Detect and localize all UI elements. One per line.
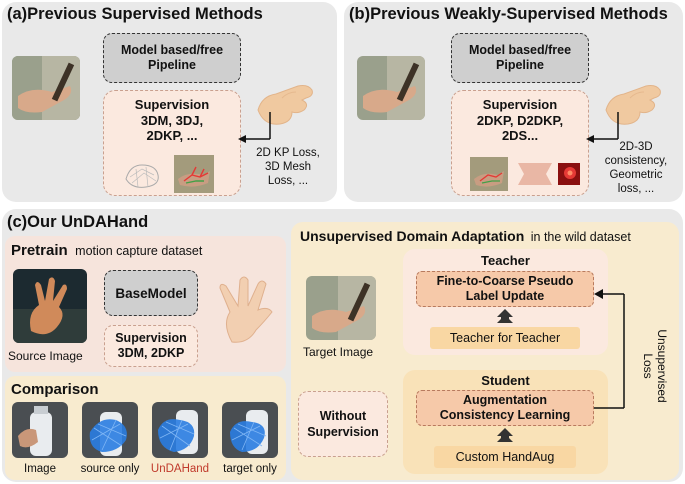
pretrain-title: Pretrain <box>11 242 68 259</box>
comparison-label-undahand: UnDAHand <box>150 463 210 475</box>
hand-photo-b <box>357 56 425 120</box>
pseudo-label-text: Fine-to-Coarse Pseudo Label Update <box>436 274 574 303</box>
panel-b-supervision-text: Supervision 2DKP, D2DKP, 2DS... <box>476 97 564 143</box>
panel-a-input-photo <box>12 56 80 120</box>
custom-handaug-box: Custom HandAug <box>434 446 576 468</box>
target-hand-photo <box>306 276 376 340</box>
panel-a-3d-hand-icon <box>257 85 313 125</box>
student-up-arrow-icon <box>497 428 513 442</box>
panel-b-loss-text: 2D-3D consistency, Geometric loss, ... <box>604 141 668 195</box>
pretrain-subtitle: motion capture dataset <box>75 244 203 258</box>
teacher-up-arrow-icon <box>497 309 513 323</box>
student-title: Student <box>481 373 530 388</box>
augmentation-text: Augmentation Consistency Learning <box>439 393 571 422</box>
source-image-photo <box>13 269 87 343</box>
pretrain-heading: Pretrain motion capture dataset <box>11 242 202 260</box>
comparison-undahand-photo <box>152 402 208 458</box>
without-supervision-text: Without Supervision <box>307 409 379 439</box>
target-image-photo <box>306 276 376 340</box>
uda-heading: Unsupervised Domain Adaptation in the wi… <box>300 228 631 246</box>
panel-b-title: (b)Previous Weakly-Supervised Methods <box>349 5 668 23</box>
uda-subtitle: in the wild dataset <box>530 230 631 244</box>
panel-b-3d-hand-icon <box>605 85 661 125</box>
panel-b-input-photo <box>357 56 425 120</box>
keypoint-hand-icon-b <box>470 157 508 191</box>
teacher-for-teacher-box: Teacher for Teacher <box>430 327 580 349</box>
pseudo-label-box: Fine-to-Coarse Pseudo Label Update <box>416 271 594 307</box>
panel-b-supervision-box: Supervision 2DKP, D2DKP, 2DS... <box>451 90 589 196</box>
basemodel-box: BaseModel <box>104 270 198 316</box>
uda-title: Unsupervised Domain Adaptation <box>300 228 525 244</box>
unsupervised-loss-label: Unsupervised Loss <box>641 329 669 403</box>
panel-b-pipeline-box: Model based/free Pipeline <box>451 33 589 83</box>
without-supervision-box: Without Supervision <box>298 391 388 457</box>
comparison-target-only-photo <box>222 402 278 458</box>
source-image-label: Source Image <box>8 349 83 363</box>
depth-map-icon <box>558 163 580 185</box>
keypoint-hand-icon <box>174 155 214 193</box>
target-image-label: Target Image <box>303 345 374 359</box>
comparison-label-target-only: target only <box>223 463 277 475</box>
comparison-image-1 <box>12 402 68 458</box>
comparison-label-image: Image <box>24 463 56 475</box>
mesh-sketch-icon <box>125 164 159 188</box>
panel-a-pipeline-box: Model based/free Pipeline <box>103 33 241 83</box>
hand-photo-a <box>12 56 80 120</box>
panel-a-supervision-text: Supervision 3DM, 3DJ, 2DKP, ... <box>134 97 210 143</box>
silhouette-shape-icon <box>518 163 552 185</box>
source-hand-render <box>13 269 87 343</box>
comparison-source-only-photo <box>82 402 138 458</box>
comparison-image-3 <box>152 402 208 458</box>
comparison-image-2 <box>82 402 138 458</box>
pretrain-supervision-text: Supervision 3DM, 2DKP <box>115 331 187 360</box>
augmentation-box: Augmentation Consistency Learning <box>416 390 594 426</box>
comparison-image-4 <box>222 402 278 458</box>
panel-c-title: (c)Our UnDAHand <box>7 213 149 231</box>
panel-a-supervision-box: Supervision 3DM, 3DJ, 2DKP, ... <box>103 90 241 196</box>
teacher-title: Teacher <box>481 253 530 268</box>
pretrain-3d-hand-icon <box>219 276 273 343</box>
pretrain-supervision-box: Supervision 3DM, 2DKP <box>104 325 198 367</box>
panel-a-title: (a)Previous Supervised Methods <box>7 5 263 23</box>
comparison-label-source-only: source only <box>80 463 140 475</box>
panel-a-loss-text: 2D KP Loss, 3D Mesh Loss, ... <box>256 147 320 187</box>
panel-a-loss-arrow <box>238 112 271 143</box>
unsupervised-loss-arrow <box>594 289 625 409</box>
comparison-title: Comparison <box>11 381 99 398</box>
comparison-original-photo <box>12 402 68 458</box>
panel-b-loss-arrow <box>586 112 619 143</box>
